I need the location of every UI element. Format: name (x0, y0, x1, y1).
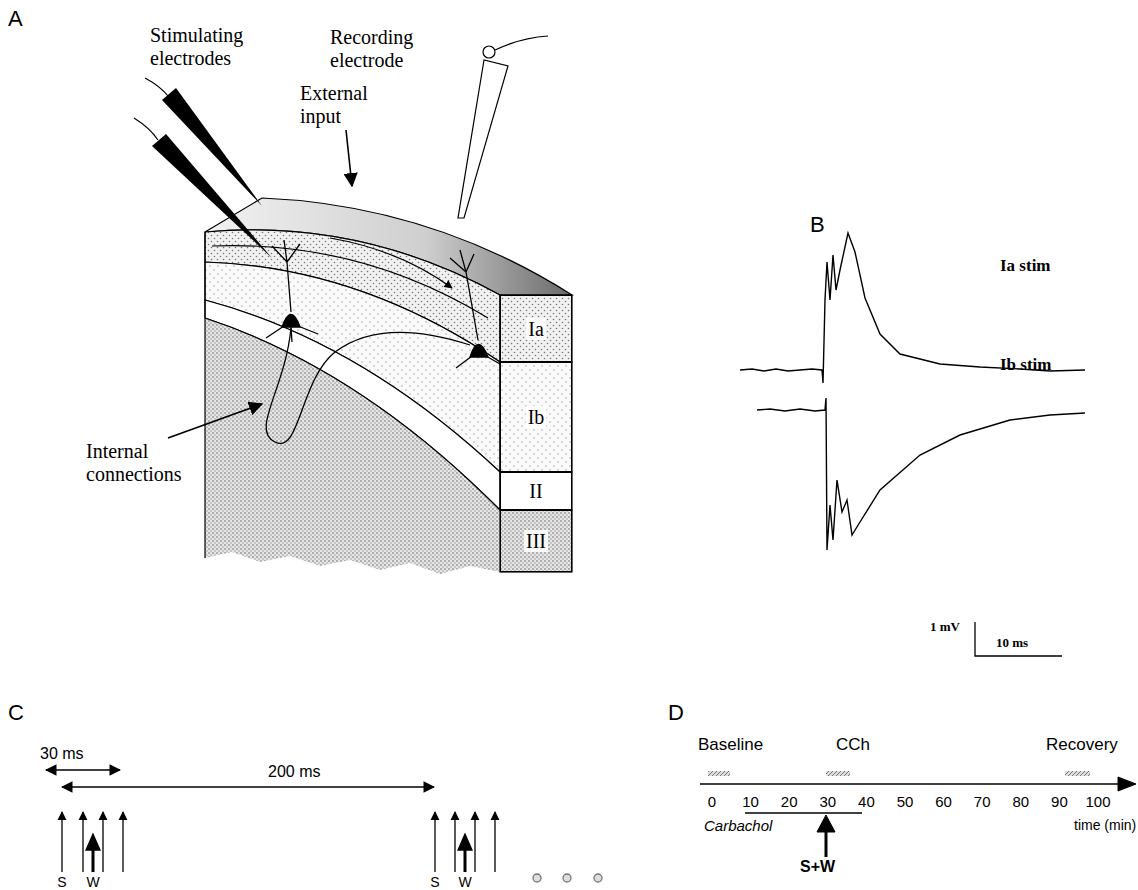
stimulus-arrow (494, 812, 495, 872)
interval-label: 30 ms (40, 745, 84, 763)
axis-label: time (min) (1074, 817, 1136, 833)
protocol-timeline (700, 771, 1136, 857)
drug-label: Carbachol (704, 817, 772, 834)
weak-stimulus-arrow (464, 848, 467, 872)
input-fibres (212, 238, 488, 318)
layer-box: III (500, 510, 572, 572)
stimulus-pattern (46, 770, 602, 882)
layer-label: III (524, 530, 548, 552)
part-label: Internal connections (86, 440, 198, 486)
callout-arrows (168, 130, 352, 438)
stimulus-label: S (430, 874, 439, 890)
tick-label: 10 (742, 793, 759, 810)
layer-label: Ib (526, 406, 547, 428)
scale-label: 1 mV (930, 620, 960, 635)
scale-label: 10 ms (996, 636, 1028, 651)
panel-letter: B (810, 212, 825, 237)
stimulus-arrow (474, 812, 475, 872)
weak-stimulus-head (458, 834, 472, 850)
panel-letter: D (668, 700, 684, 725)
pyramidal-neurons (266, 240, 500, 443)
part-label: Stimulating electrodes (150, 24, 290, 70)
stimulus-arrow (82, 812, 83, 872)
trace-label: Ia stim (1000, 256, 1051, 276)
tick-label: 90 (1051, 793, 1068, 810)
period-label: Recovery (1046, 735, 1118, 755)
voltage-traces (740, 233, 1085, 656)
tick-label: 40 (858, 793, 875, 810)
tick-label: 0 (708, 793, 716, 810)
period-label: CCh (836, 735, 870, 755)
layer-box: Ia (500, 295, 572, 362)
layer-box: II (500, 472, 572, 510)
tick-label: 70 (974, 793, 991, 810)
layer-box: Ib (500, 362, 572, 472)
tick-label: 20 (781, 793, 798, 810)
period-label: Baseline (698, 735, 763, 755)
panel-letter: C (8, 700, 24, 725)
tick-label: 60 (935, 793, 952, 810)
tick-label: 50 (897, 793, 914, 810)
tick-label: 100 (1085, 793, 1110, 810)
trace-label: Ib stim (1000, 355, 1051, 375)
stimulus-label: W (86, 874, 99, 890)
layer-label: II (527, 480, 544, 502)
panel-letter: A (8, 6, 23, 31)
weak-stimulus-arrow (92, 848, 95, 872)
cortex-slab (205, 198, 572, 574)
stimulus-arrow (122, 812, 123, 872)
interval-label: 200 ms (268, 763, 320, 781)
part-label: External input (300, 82, 392, 128)
stimulus-arrow (102, 812, 103, 872)
part-label: Recording electrode (330, 26, 460, 72)
stimulus-label: W (458, 874, 471, 890)
stimulating-electrodes (134, 78, 272, 258)
stimulus-arrow (454, 812, 455, 872)
tick-label: 80 (1012, 793, 1029, 810)
pairing-label: S+W (800, 858, 835, 876)
tick-label: 30 (819, 793, 836, 810)
layer-label: Ia (526, 318, 546, 340)
weak-stimulus-head (86, 834, 100, 850)
stimulus-arrow (61, 812, 62, 872)
stimulus-arrow (434, 812, 435, 872)
recording-electrode (458, 36, 548, 218)
stimulus-label: S (57, 874, 66, 890)
